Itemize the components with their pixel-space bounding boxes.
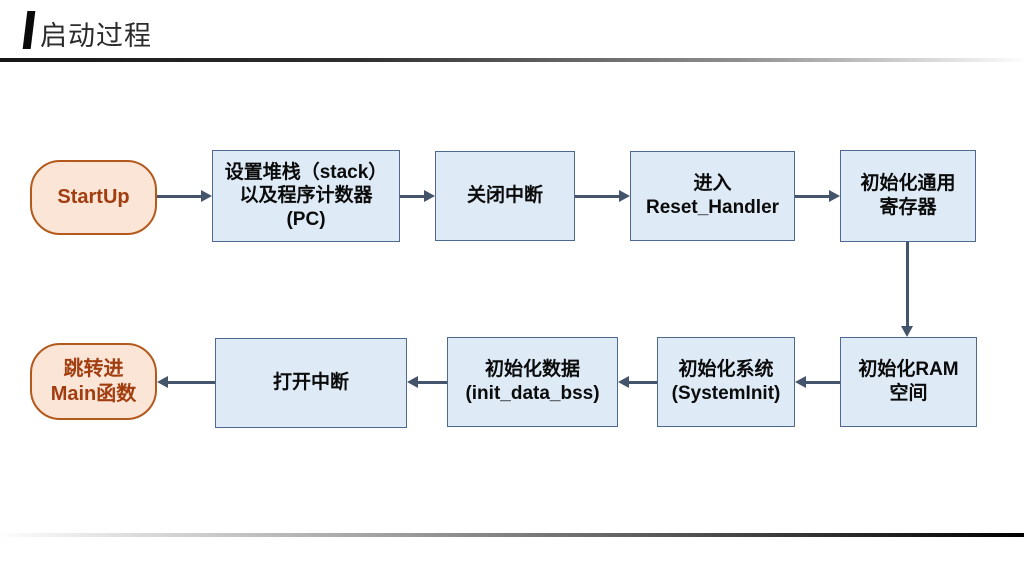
arrow-init-data-to-enable-interrupts [407,376,447,388]
node-enable-interrupts: 打开中断 [215,338,407,428]
node-label-line: 初始化数据 [484,359,580,381]
node-jump-to-main: 跳转进 Main函数 [30,343,157,420]
node-label-line: 初始化系统 [678,359,774,381]
node-enter-reset-handler: 进入 Reset_Handler [630,151,795,241]
arrow-shaft [795,194,830,198]
node-label-line: StartUp [57,186,130,208]
arrow-head-icon [407,376,418,388]
header-divider-line [0,58,1024,62]
node-init-ram-space: 初始化RAM 空间 [840,337,977,427]
node-label-line: 进入 [693,173,732,195]
arrow-head-icon [829,190,840,202]
arrow-init-registers-to-init-ram [901,242,913,337]
arrow-enable-interrupts-to-jump-main [157,376,215,388]
node-label-line: 以及程序计数器 [239,185,373,207]
node-label-line: 跳转进 [63,357,124,380]
arrow-shaft [400,194,425,198]
arrow-head-icon [201,190,212,202]
arrow-shaft [417,380,447,384]
arrow-head-icon [618,376,629,388]
arrow-shaft [805,380,840,384]
node-disable-interrupts: 关闭中断 [435,151,575,241]
arrow-setup-stack-to-disable-interrupts [400,190,435,202]
node-label-line: (PC) [286,208,326,230]
arrow-head-icon [795,376,806,388]
node-label-line: 打开中断 [272,372,349,394]
arrow-shaft [905,242,909,327]
arrow-init-system-to-init-data [618,376,657,388]
node-init-system: 初始化系统 (SystemInit) [657,337,795,427]
node-label-line: (init_data_bss) [465,383,600,404]
node-setup-stack-pc: 设置堆栈（stack） 以及程序计数器 (PC) [212,150,400,242]
arrow-shaft [575,194,620,198]
arrow-init-ram-to-init-system [795,376,840,388]
arrow-startup-to-setup-stack [157,190,212,202]
arrow-head-icon [901,326,913,337]
node-label-line: Reset_Handler [645,197,780,218]
arrow-shaft [628,380,657,384]
node-label-line: 设置堆栈（stack） [224,161,388,183]
page-title: 启动过程 [40,21,152,51]
node-startup: StartUp [30,160,157,235]
node-label-line: 寄存器 [879,197,937,218]
arrow-head-icon [619,190,630,202]
node-label-line: 初始化RAM [858,359,959,381]
node-label-line: (SystemInit) [671,383,781,404]
node-init-general-registers: 初始化通用 寄存器 [840,150,976,242]
title-accent-bar [22,11,36,49]
arrow-reset-handler-to-init-registers [795,190,840,202]
arrow-shaft [157,194,202,198]
node-label-line: 空间 [889,383,928,404]
footer-divider-line [0,533,1024,537]
node-label-line: Main函数 [50,382,137,405]
arrow-shaft [167,380,215,384]
node-init-data: 初始化数据 (init_data_bss) [447,337,618,427]
arrow-head-icon [157,376,168,388]
arrow-head-icon [424,190,435,202]
node-label-line: 关闭中断 [466,185,543,207]
node-label-line: 初始化通用 [860,173,956,195]
arrow-disable-interrupts-to-reset-handler [575,190,630,202]
